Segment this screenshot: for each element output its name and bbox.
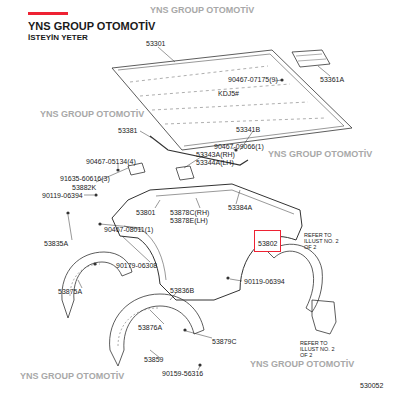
watermark: YNS GROUP OTOMOTİV — [268, 150, 372, 160]
reference-note: REFER TO ILLUST NO. 2 OF 2 — [300, 340, 338, 358]
watermark: YNS GROUP OTOMOTİV — [250, 360, 354, 370]
callout-number: 53801 — [136, 209, 155, 217]
callout-number: 53879C — [212, 338, 237, 346]
callout-number: 53882K — [72, 184, 96, 192]
callout-number: 53301 — [146, 40, 165, 48]
watermark: YNS GROUP OTOMOTİV — [150, 6, 254, 16]
callout-number: 90119-06394 — [42, 192, 83, 200]
callout-number: 90467-09066(1) — [214, 143, 264, 151]
callout-number: 53381 — [118, 127, 137, 135]
hood-insulator — [292, 50, 330, 67]
reference-note: REFER TO ILLUST NO. 2 OF 2 — [304, 232, 342, 250]
callout-number: 53878E(LH) — [170, 217, 208, 225]
callout-number: 53835A — [44, 240, 68, 248]
callout-number: 90119-06394 — [244, 278, 285, 286]
callout-number: 53361A — [320, 76, 344, 84]
fender-liner — [110, 294, 204, 366]
callout-number: 53836B — [170, 287, 194, 295]
mudflap — [312, 300, 336, 334]
callout-number: 53341B — [236, 126, 260, 134]
hinge-bracket — [176, 166, 194, 180]
brand-title: YNS GROUP OTOMOTİV — [28, 20, 155, 32]
callout-number: 90179-06308 — [116, 262, 157, 270]
callout-number: 91635-60616(3) — [60, 175, 110, 183]
bolts — [66, 78, 283, 366]
callout-number: 53343A(RH) — [196, 151, 235, 159]
part-number: 53802 — [258, 240, 277, 247]
callout-number: 53878C(RH) — [170, 209, 209, 217]
callout-number: 90467-07175(9) — [228, 76, 278, 84]
callout-number: 90467-08011(1) — [104, 226, 153, 234]
callout-number: 90467-05134(4) — [86, 158, 136, 166]
hood — [112, 50, 352, 150]
tagline: İSTEYİN YETER — [28, 34, 88, 43]
callout-number: 53384A — [228, 204, 252, 212]
front-fender — [112, 184, 302, 300]
watermark: YNS GROUP OTOMOTİV — [20, 372, 124, 382]
callout-number: 53876A — [138, 324, 162, 332]
watermark: YNS GROUP OTOMOTİV — [40, 110, 144, 120]
callout-number: 53859 — [144, 356, 163, 364]
logo-bar — [28, 12, 68, 15]
callout-number: 53344A(LH) — [196, 159, 234, 167]
highlight-box: 53802 — [254, 230, 281, 252]
callout-number: 53875A — [58, 288, 82, 296]
fender-liner — [62, 252, 132, 318]
callout-number: KDJ5# — [218, 90, 239, 98]
callout-number: 90159-56316 — [162, 370, 203, 378]
figure-code: 530052 — [360, 382, 383, 390]
leader-lines — [68, 47, 330, 370]
